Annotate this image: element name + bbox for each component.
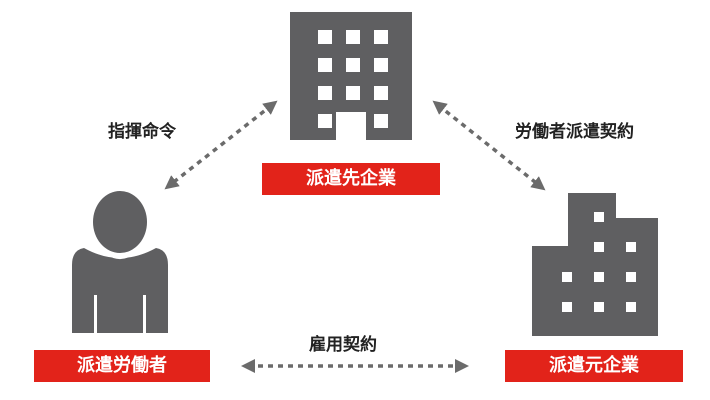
command-label: 指揮命令	[108, 122, 176, 142]
dispatched-worker-label: 派遣労働者	[34, 350, 210, 382]
dispatching-company-building-icon	[532, 193, 658, 336]
dispatch-contract-label: 労働者派遣契約	[515, 122, 634, 142]
dispatch-contract-arrow	[432, 100, 546, 191]
employment-contract-label: 雇用契約	[309, 335, 377, 355]
client-company-building-icon	[290, 12, 412, 140]
client-company-label: 派遣先企業	[262, 163, 440, 195]
person-icon	[72, 191, 168, 333]
command-arrow	[164, 100, 278, 190]
dispatching-company-label: 派遣元企業	[505, 350, 683, 382]
